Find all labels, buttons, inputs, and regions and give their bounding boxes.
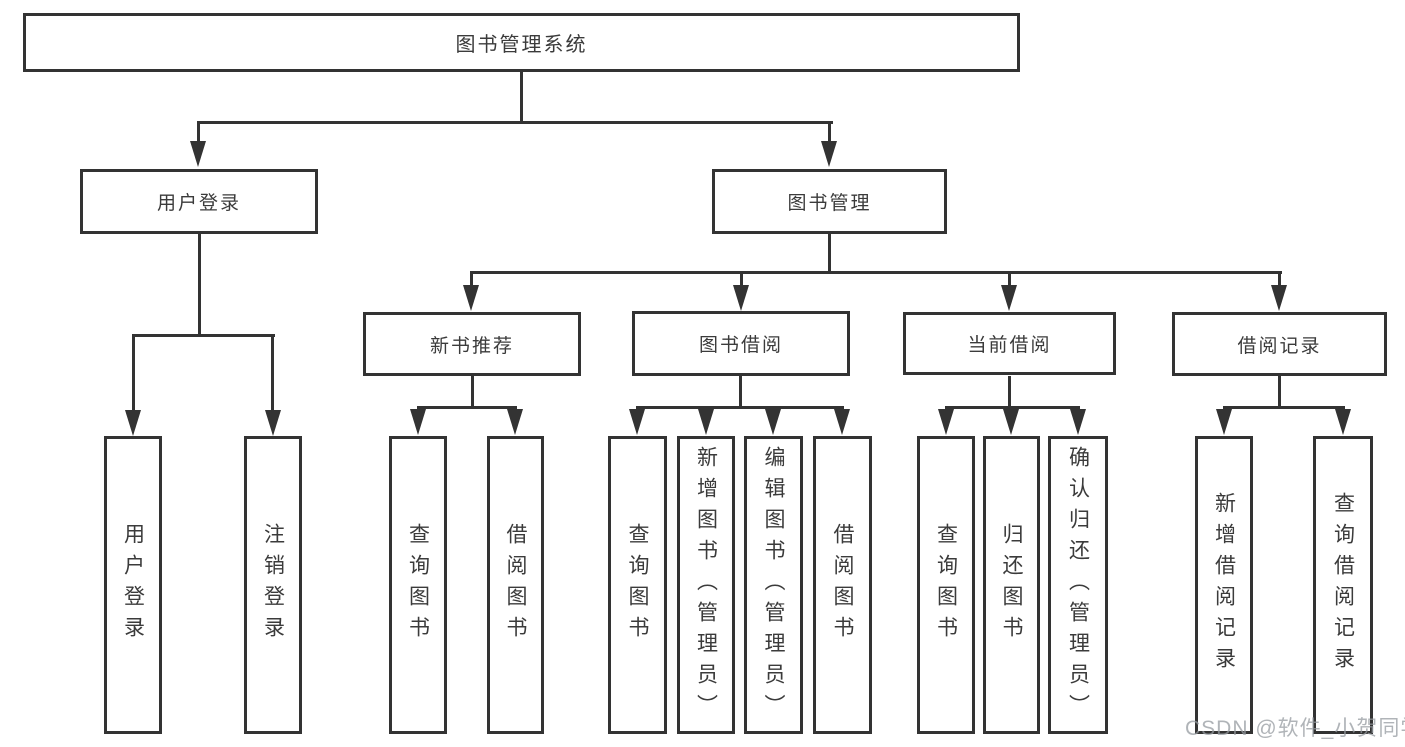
arrowhead-down [507, 409, 523, 435]
node-label: 借阅图书 [831, 523, 854, 647]
connector [197, 121, 200, 143]
arrowhead-down [733, 285, 749, 311]
connector [271, 334, 274, 412]
leaf-borrow-borrow-book: 借阅图书 [813, 436, 872, 734]
node-label: 用户登录 [156, 193, 241, 214]
arrowhead-down [1335, 409, 1351, 435]
arrowhead-down [190, 141, 206, 167]
arrowhead-down [463, 285, 479, 311]
connector [197, 121, 833, 124]
leaf-record-add: 新增借阅记录 [1195, 436, 1253, 734]
node-label: 借阅记录 [1237, 335, 1322, 357]
node-new-book-recommend: 新书推荐 [363, 312, 581, 376]
node-library-management-system: 图书管理系统 [23, 13, 1020, 72]
arrowhead-down [765, 409, 781, 435]
arrowhead-down [1003, 409, 1019, 435]
node-label: 编辑图书（管理员） [762, 445, 785, 725]
leaf-current-confirm-return-admin: 确认归还（管理员） [1048, 436, 1108, 734]
csdn-watermark: CSDN @软件_小贺同学 [1185, 717, 1405, 740]
connector [471, 376, 474, 407]
node-label: 当前借阅 [967, 335, 1052, 356]
node-label: 图书管理系统 [455, 34, 588, 56]
arrowhead-down [1001, 285, 1017, 311]
connector [198, 234, 201, 335]
leaf-recommend-query-book: 查询图书 [389, 436, 447, 734]
connector [1223, 406, 1345, 409]
node-label: 新书推荐 [429, 335, 514, 357]
node-label: 新增借阅记录 [1212, 492, 1236, 678]
leaf-borrow-edit-book-admin: 编辑图书（管理员） [744, 436, 803, 734]
arrowhead-down [821, 141, 837, 167]
connector [132, 334, 135, 412]
connector [470, 271, 473, 287]
node-label: 图书借阅 [698, 335, 783, 356]
arrowhead-down [125, 410, 141, 436]
connector [470, 271, 1282, 274]
connector [828, 234, 831, 272]
connector [1278, 271, 1281, 287]
connector [828, 121, 831, 143]
leaf-current-query-book: 查询图书 [917, 436, 975, 734]
node-label: 查询图书 [626, 523, 649, 647]
leaf-user-login: 用户登录 [104, 436, 162, 734]
arrowhead-down [410, 409, 426, 435]
leaf-current-return-book: 归还图书 [983, 436, 1040, 734]
node-label: 查询图书 [934, 523, 958, 647]
connector [1278, 376, 1281, 407]
arrowhead-down [629, 409, 645, 435]
node-label: 查询借阅记录 [1331, 492, 1355, 678]
connector [417, 406, 517, 409]
arrowhead-down [834, 409, 850, 435]
node-label: 查询图书 [406, 523, 430, 647]
node-user-login-branch: 用户登录 [80, 169, 318, 234]
arrowhead-down [1216, 409, 1232, 435]
leaf-borrow-add-book-admin: 新增图书（管理员） [677, 436, 735, 734]
node-borrow-record: 借阅记录 [1172, 312, 1387, 376]
arrowhead-down [938, 409, 954, 435]
leaf-record-query: 查询借阅记录 [1313, 436, 1373, 734]
node-label: 注销登录 [261, 523, 285, 647]
arrowhead-down [1070, 409, 1086, 435]
node-book-management-branch: 图书管理 [712, 169, 947, 234]
connector [1008, 271, 1011, 287]
node-book-borrow: 图书借阅 [632, 311, 850, 376]
connector [636, 406, 844, 409]
node-current-borrow: 当前借阅 [903, 312, 1116, 375]
leaf-logout: 注销登录 [244, 436, 302, 734]
arrowhead-down [1271, 285, 1287, 311]
leaf-borrow-query-book: 查询图书 [608, 436, 667, 734]
node-label: 用户登录 [121, 523, 145, 647]
connector [132, 334, 275, 337]
arrowhead-down [265, 410, 281, 436]
connector [520, 72, 523, 122]
connector [739, 376, 742, 407]
node-label: 新增图书（管理员） [694, 445, 718, 725]
connector [740, 271, 743, 287]
node-label: 借阅图书 [504, 523, 527, 647]
arrowhead-down [698, 409, 714, 435]
node-label: 确认归还（管理员） [1066, 445, 1090, 725]
node-label: 归还图书 [1000, 523, 1023, 647]
leaf-recommend-borrow-book: 借阅图书 [487, 436, 544, 734]
node-label: 图书管理 [787, 193, 872, 214]
connector [1008, 376, 1011, 407]
